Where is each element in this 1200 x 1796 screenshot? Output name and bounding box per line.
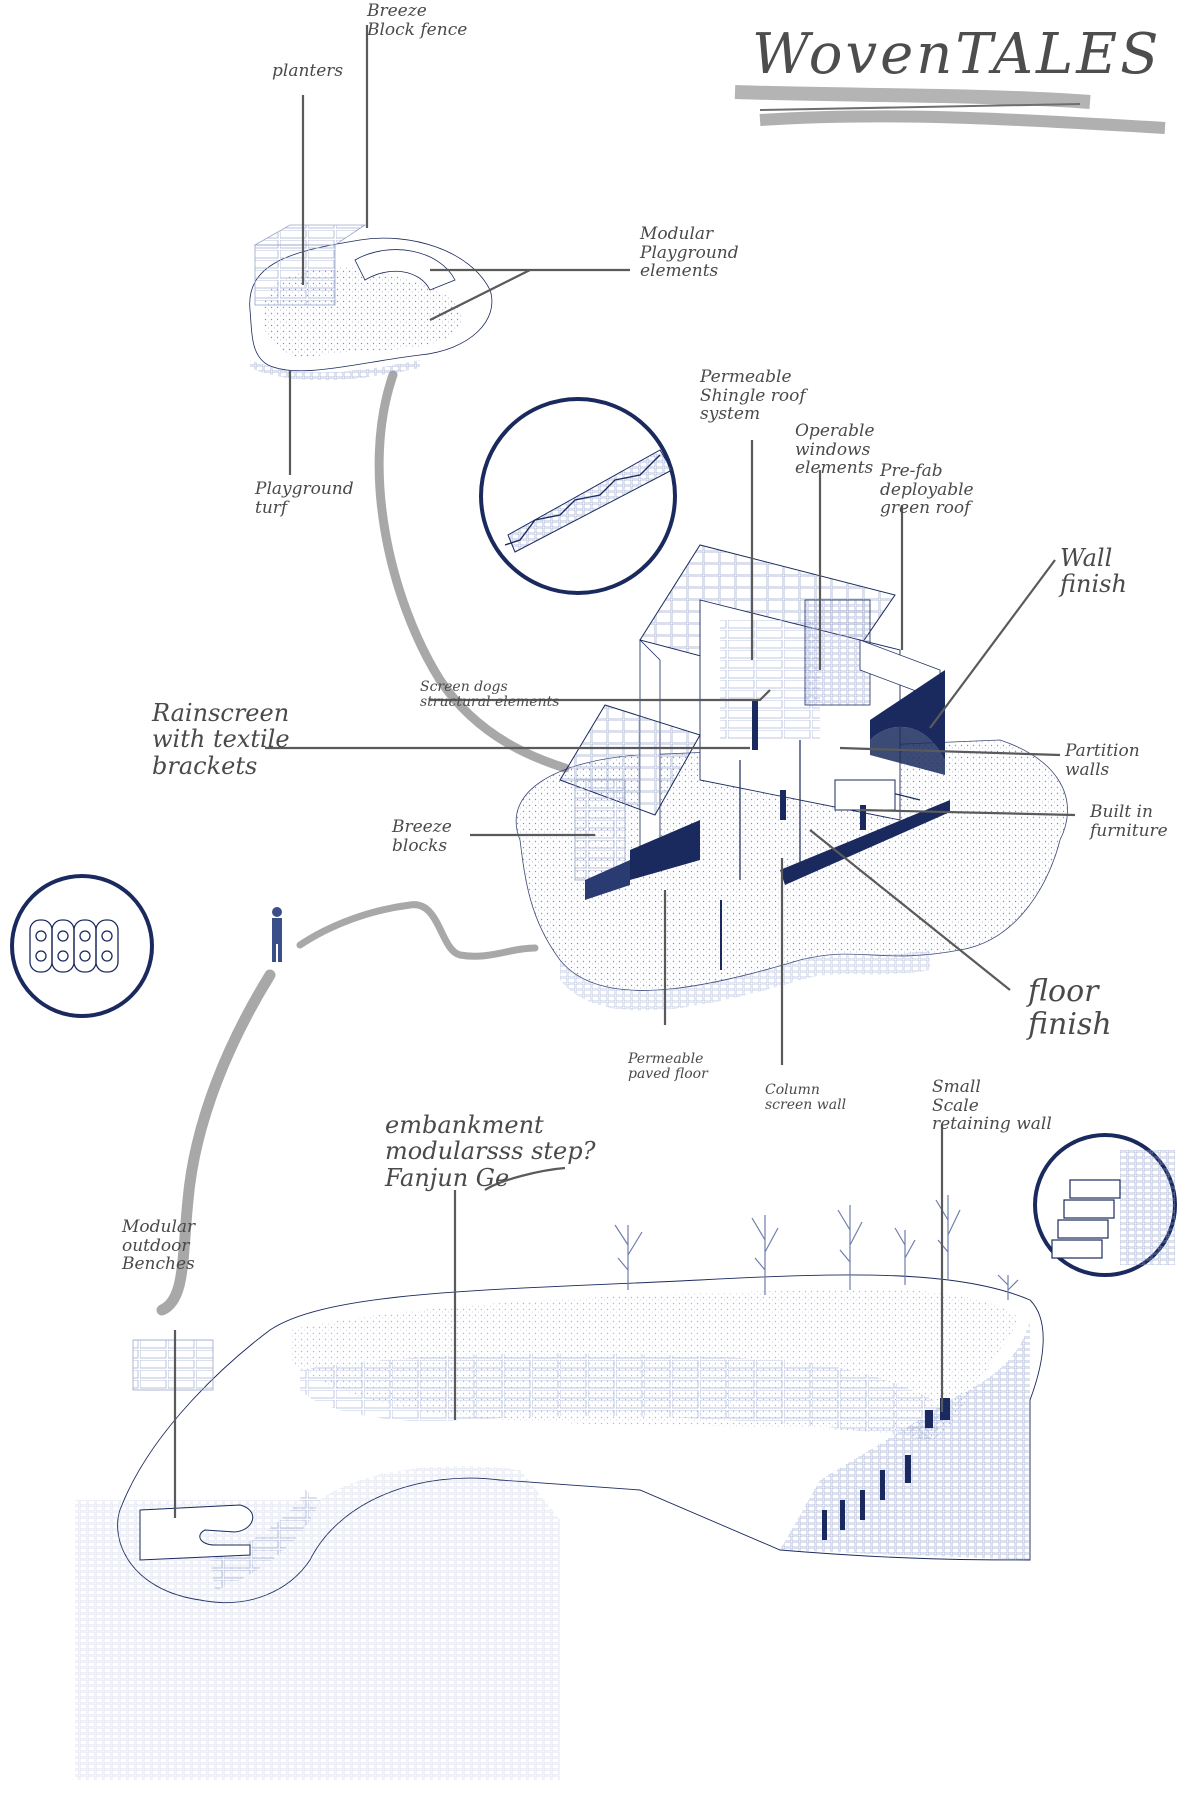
retaining-wall-detail-circle: [1033, 1133, 1177, 1277]
label-permeable-shingle-roof: Permeable Shingle roof system: [700, 367, 806, 425]
label-screen-structural: Screen dogs structural elements: [420, 679, 560, 711]
circulation-path: [156, 370, 570, 1316]
label-planters: planters: [272, 61, 344, 81]
label-floor-finish: floor finish: [1028, 974, 1112, 1042]
label-playground-turf: Playground turf: [255, 479, 354, 518]
label-operable-windows: Operable windows elements: [795, 421, 875, 479]
leader-lines: [173, 25, 1076, 1518]
project-title: WovenTALES: [752, 22, 1162, 87]
landscape-platform: [75, 1274, 1044, 1780]
label-retaining-wall: Small Scale retaining wall: [932, 1077, 1052, 1135]
title-underline: [734, 85, 1166, 134]
human-figure: [272, 907, 282, 962]
house-structure: [559, 544, 950, 970]
trees: [614, 1195, 1019, 1300]
playground-island: [249, 224, 493, 381]
label-outdoor-benches: Modular outdoor Benches: [122, 1217, 196, 1275]
label-column-screen-wall: Column screen wall: [765, 1082, 847, 1114]
label-embankment: embankment modularsss step? Fanjun Ge: [385, 1111, 596, 1192]
label-modular-playground: Modular Playground elements: [640, 224, 739, 282]
label-permeable-paved-floor: Permeable paved floor: [628, 1051, 708, 1083]
label-partition-walls: Partition walls: [1065, 741, 1140, 780]
label-prefab-green-roof: Pre-fab deployable green roof: [880, 461, 974, 519]
label-breeze-block-fence: Breeze Block fence: [367, 1, 468, 40]
label-wall-finish: Wall finish: [1060, 544, 1127, 599]
label-built-in-furniture: Built in furniture: [1090, 802, 1168, 841]
roof-detail-circle: [479, 397, 677, 595]
block-detail-circle: [10, 874, 154, 1018]
label-breeze-blocks: Breeze blocks: [392, 817, 452, 856]
label-rainscreen: Rainscreen with textile brackets: [152, 699, 290, 780]
